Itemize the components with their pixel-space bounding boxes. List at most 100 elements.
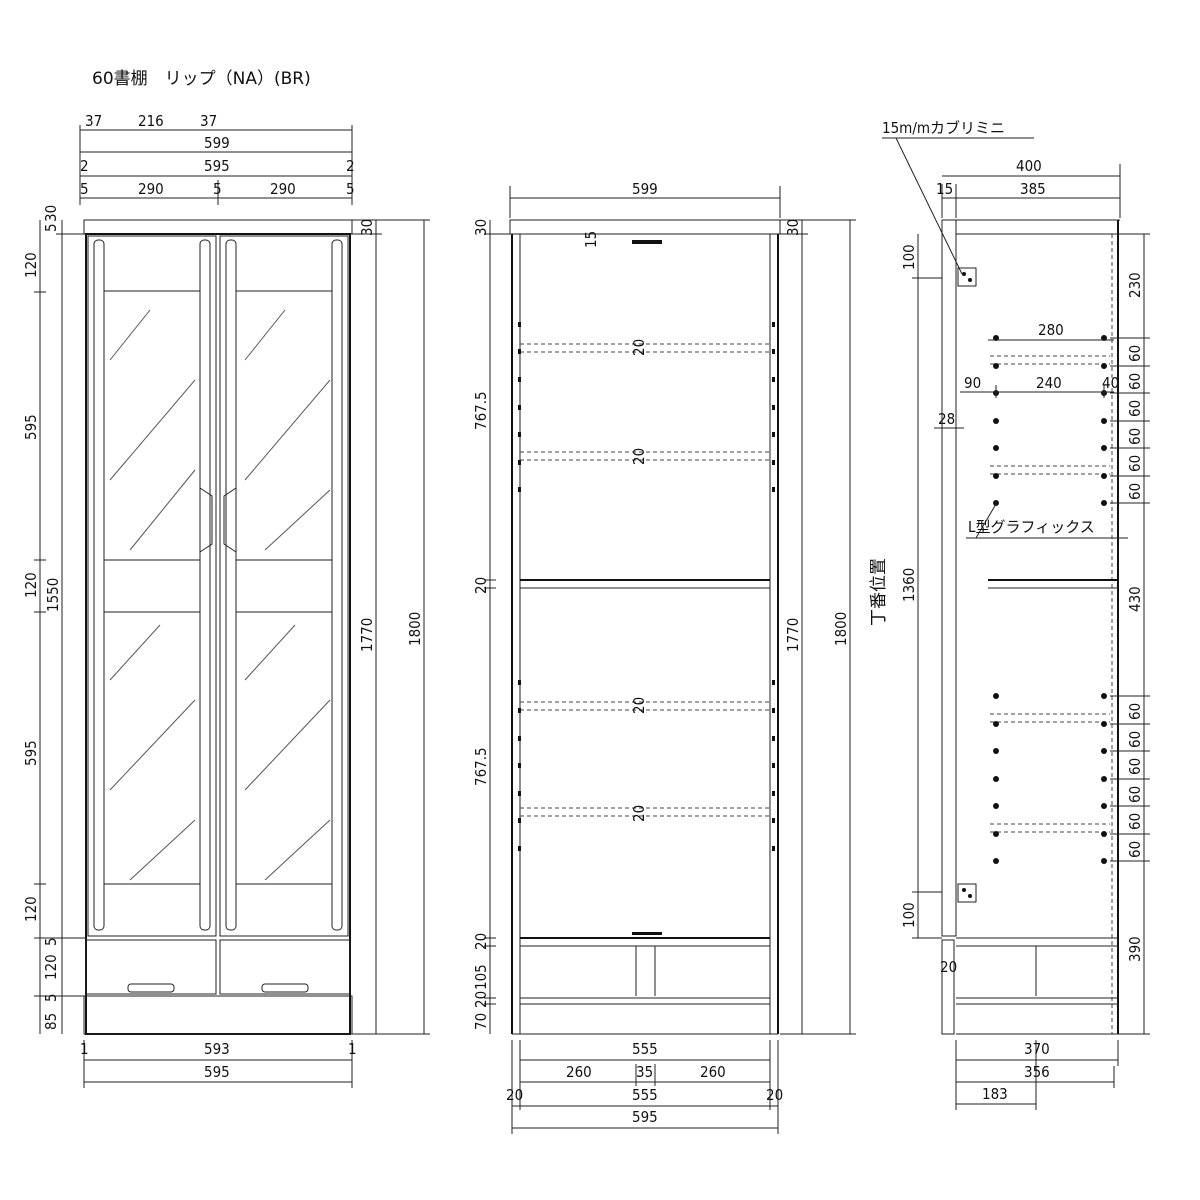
pin-hole-mark [772, 736, 775, 741]
side-door [941, 219, 957, 937]
front-left-drawer [85, 939, 217, 995]
dimension-label: 35 [636, 1063, 653, 1081]
dimension-label: 60 [1126, 373, 1144, 390]
dimension-label: 20 [472, 577, 490, 594]
section-view: 20 20 20 20 15 599 30 767.5 20 767.5 20 … [472, 180, 889, 1134]
lower-hinge [957, 883, 977, 903]
drawing-line [244, 624, 296, 681]
drawing-line [975, 503, 997, 539]
pin-hole-mark [772, 487, 775, 492]
dimension-label: 595 [22, 740, 40, 766]
drawing-line [109, 624, 161, 681]
side-view: 15m/mカブリミニ L型グラフィックス 400 15 385 280 90 2… [882, 119, 1150, 1110]
right-door-handle [223, 487, 237, 553]
dimension-label: 2 [80, 157, 89, 175]
dimension-label: 593 [204, 1040, 230, 1058]
dimension-label: 30 [472, 219, 490, 236]
dimension-label: 60 [1126, 786, 1144, 803]
pin-hole-mark [772, 846, 775, 851]
front-view: 37 216 37 599 2 595 2 5 290 5 290 5 5 30… [22, 112, 430, 1088]
dimension-label: 595 [204, 157, 230, 175]
pin-hole-mark [1101, 803, 1107, 809]
pin-hole-mark [518, 322, 521, 327]
dimension-label: 37 [85, 112, 102, 130]
dimension-label: 216 [138, 112, 164, 130]
dimension-label: 595 [22, 414, 40, 440]
dimension-label: 2 [346, 157, 355, 175]
drawing-line [129, 469, 196, 551]
dimension-label: 85 [42, 1013, 60, 1030]
pin-hole-mark [632, 240, 662, 244]
pin-hole-mark [518, 487, 521, 492]
dimension-label: 120 [22, 896, 40, 922]
dimension-label: 60 [1126, 428, 1144, 445]
dimension-label: 599 [632, 180, 658, 198]
dimension-label: 28 [938, 410, 955, 428]
dimension-label: 430 [1126, 586, 1144, 612]
front-left-door [87, 235, 217, 937]
dimension-label: 20 [766, 1086, 783, 1104]
dimension-label: 40 [1102, 374, 1119, 392]
dimension-label: 595 [204, 1063, 230, 1081]
dimension-label: 260 [566, 1063, 592, 1081]
dimension-label: 385 [1020, 180, 1046, 198]
right-drawer-pull [261, 983, 309, 993]
dimension-label: 120 [22, 252, 40, 278]
dimension-label: 5 [42, 937, 60, 946]
dimension-label: 400 [1016, 157, 1042, 175]
pin-hole-mark [962, 272, 966, 276]
dimension-label: 60 [1126, 758, 1144, 775]
pin-hole-mark [968, 278, 972, 282]
drawing-line [244, 309, 286, 361]
dimension-label: 1 [348, 1040, 357, 1058]
pin-hole-mark [772, 680, 775, 685]
drawing-line [244, 379, 331, 481]
left-door-stile-l [93, 239, 105, 931]
drawing-line [264, 489, 331, 551]
dimension-label: 60 [1126, 703, 1144, 720]
dimension-label: 183 [982, 1085, 1008, 1103]
drawing-title: 60書棚 リップ（NA）(BR) [92, 69, 311, 89]
dimension-label: 20 [472, 991, 490, 1008]
dimension-label: 20 [630, 697, 648, 714]
graphics-note: L型グラフィックス [968, 518, 1095, 536]
pin-hole-mark [632, 932, 662, 935]
dimension-label: 767.5 [472, 747, 490, 786]
dimension-label: 70 [472, 1013, 490, 1030]
pin-hole-mark [968, 894, 972, 898]
left-drawer-pull [127, 983, 175, 993]
pin-hole-mark [772, 460, 775, 465]
section-top-plate [509, 219, 781, 235]
dimension-label: 390 [1126, 936, 1144, 962]
pin-hole-mark [993, 748, 999, 754]
pin-hole-mark [772, 708, 775, 713]
drawing-line [129, 819, 196, 881]
dimension-label: 260 [700, 1063, 726, 1081]
dimension-label: 20 [630, 448, 648, 465]
dimension-label: 100 [900, 902, 918, 928]
pin-hole-mark [518, 708, 521, 713]
dimension-label: 5 [42, 993, 60, 1002]
dimension-label: 5 [213, 180, 222, 198]
pin-hole-mark [962, 888, 966, 892]
pin-hole-mark [993, 858, 999, 864]
dimension-label: 30 [784, 219, 802, 236]
dimension-label: 1550 [44, 578, 62, 612]
dimension-label: 230 [1126, 272, 1144, 298]
dimension-label: 30 [358, 219, 376, 236]
pin-hole-mark [518, 846, 521, 851]
dimension-label: 1800 [832, 612, 850, 646]
dimension-label: 1360 [900, 568, 918, 602]
side-drawer-front [941, 939, 955, 1035]
pin-hole-mark [1101, 858, 1107, 864]
pin-hole-mark [993, 693, 999, 699]
pin-hole-mark [518, 432, 521, 437]
pin-hole-mark [993, 473, 999, 479]
upper-hinge [957, 267, 977, 287]
drawing-line [109, 309, 151, 361]
dimension-label: 20 [630, 805, 648, 822]
pin-hole-mark [518, 818, 521, 823]
dimension-label: 1770 [358, 618, 376, 652]
